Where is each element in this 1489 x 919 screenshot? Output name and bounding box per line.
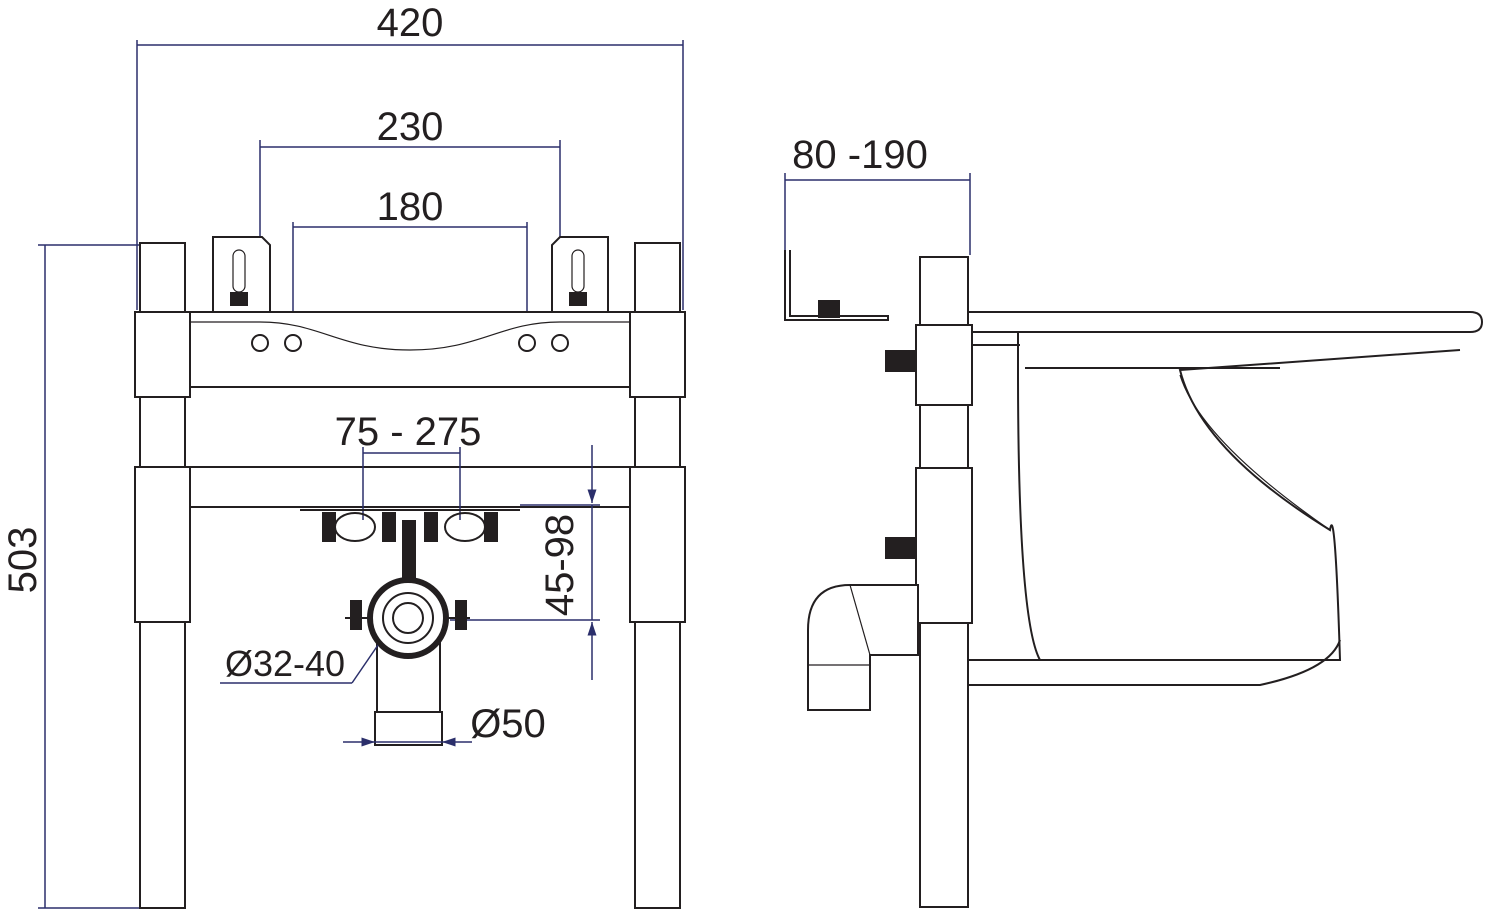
height-adjust-label: 45-98 (538, 514, 582, 616)
side-bracket (784, 250, 889, 321)
mounting-holes (251, 334, 569, 352)
dimension-drain-outlet: Ø50 (343, 702, 546, 747)
side-view: 80 -190 (784, 133, 1484, 908)
dimension-overall-width: 420 (136, 1, 684, 310)
left-lower-sleeve (134, 466, 191, 623)
right-lower-sleeve (629, 466, 686, 623)
right-upper-sleeve (629, 311, 686, 398)
dimension-depth-adjust: 80 -190 (784, 133, 971, 320)
dimension-clamp-range: 75 - 275 (335, 410, 482, 520)
dimension-drain-inlet: Ø32-40 (220, 643, 379, 684)
dimension-overall-height: 503 (1, 244, 140, 909)
depth-adjust-label: 80 -190 (792, 133, 928, 177)
drain-inlet-label: Ø32-40 (225, 643, 345, 684)
lower-crossbar (184, 466, 636, 508)
washbasin (967, 311, 1484, 686)
left-wall-bracket (212, 236, 271, 313)
pipe-clamps (300, 509, 520, 590)
clamp-range-label: 75 - 275 (335, 410, 482, 454)
left-upper-sleeve (134, 311, 191, 398)
crossbar-contour (185, 321, 635, 351)
side-lower-bolt (885, 537, 915, 559)
right-wall-bracket (551, 236, 609, 313)
hole-spacing-label: 180 (377, 185, 444, 229)
overall-height-label: 503 (1, 527, 45, 594)
dimension-bracket-spacing: 230 (259, 105, 561, 340)
dimension-height-adjust: 45-98 (450, 445, 600, 680)
drain-elbow (807, 584, 919, 711)
side-bracket-bolt (818, 300, 840, 318)
side-lower-sleeve (915, 467, 973, 624)
overall-width-label: 420 (377, 1, 444, 45)
drain-outlet-label: Ø50 (470, 702, 546, 746)
bracket-spacing-label: 230 (377, 105, 444, 149)
side-upper-sleeve (915, 324, 973, 406)
side-upper-bolt (885, 350, 915, 372)
front-view: 420 230 180 503 (1, 1, 686, 909)
drain-trap (345, 577, 470, 746)
